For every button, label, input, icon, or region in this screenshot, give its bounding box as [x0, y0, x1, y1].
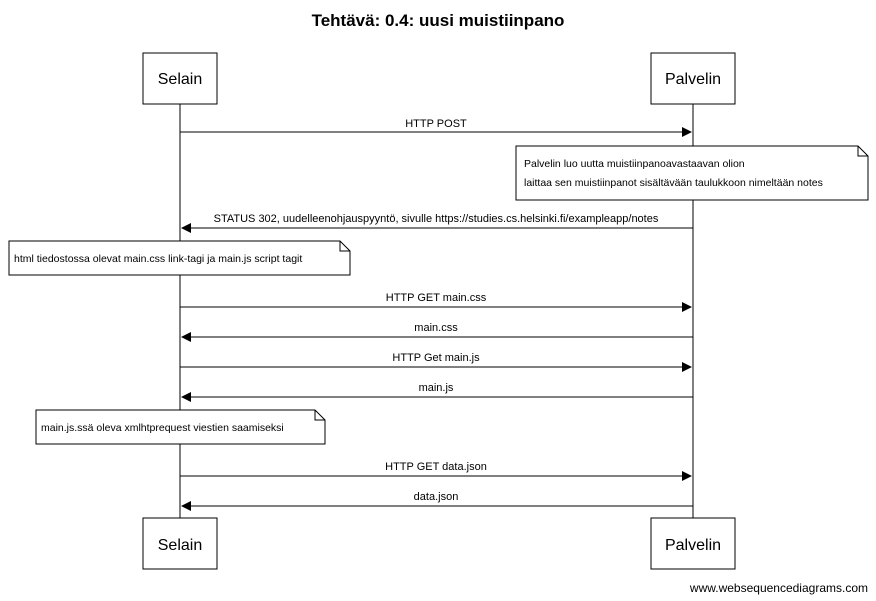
message-get-main-js: HTTP Get main.js — [180, 352, 692, 372]
actor-palvelin-bottom: Palvelin — [650, 517, 736, 570]
note-server-line2: laittaa sen muistiinpanot sisältävään ta… — [524, 177, 823, 189]
message-label: HTTP GET main.css — [386, 292, 487, 304]
message-label: HTTP Get main.js — [392, 352, 480, 364]
actor-selain-top: Selain — [142, 52, 218, 105]
message-get-data-json: HTTP GET data.json — [180, 461, 692, 481]
actor-selain-bottom-label: Selain — [158, 537, 202, 554]
actor-palvelin-top-label: Palvelin — [665, 71, 721, 88]
message-status-302: STATUS 302, uudelleenohjauspyyntö, sivul… — [181, 213, 693, 233]
footer-watermark: www.websequencediagrams.com — [689, 581, 868, 595]
message-label: main.css — [414, 322, 458, 334]
message-label: HTTP GET data.json — [385, 461, 487, 473]
actor-palvelin-bottom-label: Palvelin — [665, 537, 721, 554]
note-server-line1: Palvelin luo uutta muistiinpanoavastaava… — [524, 158, 745, 170]
note-server: Palvelin luo uutta muistiinpanoavastaava… — [515, 145, 869, 201]
actor-palvelin-top: Palvelin — [650, 52, 736, 105]
note-js: main.js.ssä oleva xmlhtprequest viestien… — [35, 409, 326, 445]
message-data-json-response: data.json — [181, 491, 693, 511]
message-label: HTTP POST — [405, 118, 467, 130]
message-main-css-response: main.css — [181, 322, 693, 342]
message-label: main.js — [419, 382, 454, 394]
message-get-main-css: HTTP GET main.css — [180, 292, 692, 312]
note-html: html tiedostossa olevat main.css link-ta… — [8, 240, 351, 276]
message-label: data.json — [414, 491, 459, 503]
actor-selain-bottom: Selain — [142, 517, 218, 570]
message-main-js-response: main.js — [181, 382, 693, 402]
diagram-title: Tehtävä: 0.4: uusi muistiinpano — [312, 11, 565, 30]
note-js-text: main.js.ssä oleva xmlhtprequest viestien… — [41, 422, 284, 434]
message-http-post: HTTP POST — [180, 118, 692, 137]
message-label: STATUS 302, uudelleenohjauspyyntö, sivul… — [214, 213, 659, 225]
actor-selain-top-label: Selain — [158, 71, 202, 88]
note-html-text: html tiedostossa olevat main.css link-ta… — [14, 253, 302, 265]
